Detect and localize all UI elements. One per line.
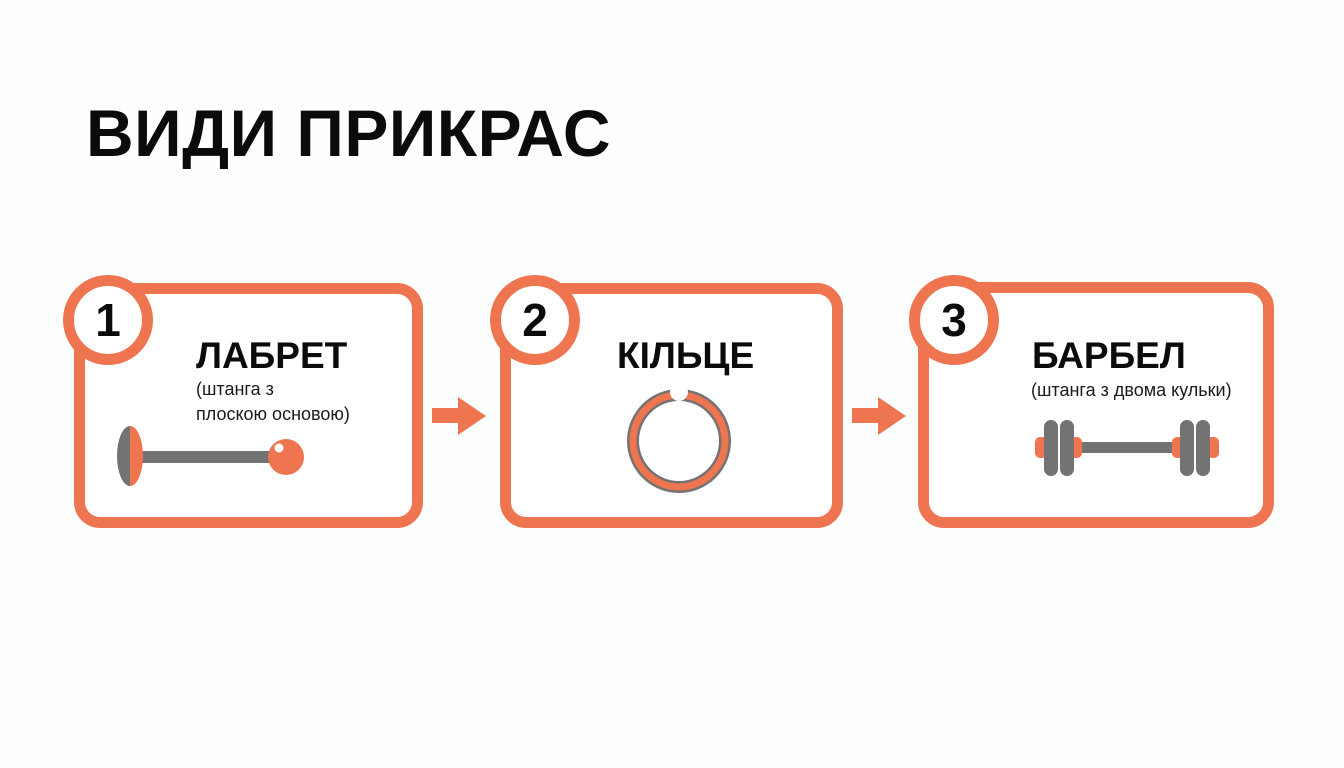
step-subtitle-line: плоскою основою)	[196, 404, 350, 424]
step-number-badge: 3	[909, 275, 999, 365]
arrow-right-icon	[432, 397, 486, 435]
step-subtitle: (штанга з плоскою основою)	[196, 377, 350, 427]
step-title: КІЛЬЦЕ	[617, 335, 755, 376]
step-subtitle: (штанга з двома кульки)	[1031, 378, 1232, 403]
labret-icon	[117, 426, 304, 486]
page-title: ВИДИ ПРИКРАС	[86, 96, 611, 170]
step-card-barbell	[918, 282, 1274, 528]
step-number-badge: 2	[490, 275, 580, 365]
arrow-right-icon	[852, 397, 906, 435]
step-title: ЛАБРЕТ	[196, 335, 348, 376]
step-subtitle-line: (штанга з двома кульки)	[1031, 380, 1232, 400]
step-subtitle-line: (штанга з	[196, 379, 274, 399]
ring-icon	[627, 386, 731, 493]
step-title: БАРБЕЛ	[1032, 335, 1186, 376]
barbell-icon	[1035, 420, 1219, 476]
step-number-badge: 1	[63, 275, 153, 365]
